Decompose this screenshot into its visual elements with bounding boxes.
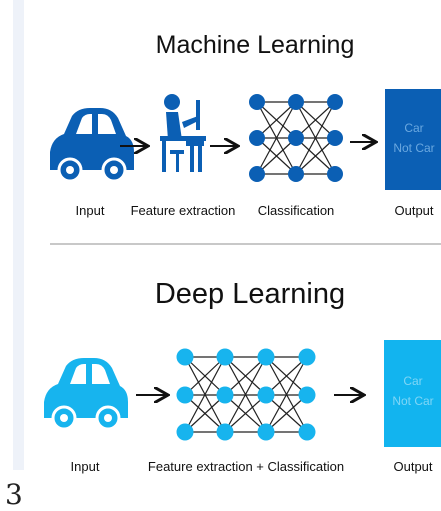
ml-network-node [327,94,343,110]
dl-network-connection [265,394,308,433]
dl-car-icon [44,358,128,431]
ml-network-connection [256,137,297,175]
dl-network-connection [224,394,267,433]
dl-network-node [257,423,275,441]
dl-output-box [384,340,441,447]
ml-network-connection [295,101,336,175]
ml-output-car: Car [404,121,423,135]
dl-network-node [298,348,316,366]
ml-person-at-desk-icon [160,94,206,172]
dl-network-node [298,423,316,441]
ml-network-connection [295,137,336,175]
dl-network-connection [265,356,308,396]
ml-title: Machine Learning [156,31,355,59]
dl-input-label: Input [71,459,100,474]
dl-network-connection [224,356,267,433]
dl-network-node [176,348,194,366]
ml-network-node [288,166,304,182]
ml-network-node [327,130,343,146]
dl-network-node [216,386,234,404]
ml-vs-dl-diagram: Machine Learning Car Not Car Input Featu… [44,31,441,474]
dl-network-node [216,423,234,441]
page-number: 3 [5,478,23,511]
dl-network-node [257,386,275,404]
ml-network-node [288,94,304,110]
dl-network-connection [184,356,226,396]
ml-network-node [249,94,265,110]
ml-output-box [385,89,441,190]
dl-title: Deep Learning [155,278,345,310]
dl-network-connection [184,356,226,433]
dl-network-connection [184,394,226,433]
dl-network-node [176,386,194,404]
ml-car-icon [50,108,134,183]
dl-network-node [176,423,194,441]
ml-input-label: Input [76,203,105,218]
ml-neural-network-icon [249,94,343,182]
ml-output-not-car: Not Car [393,141,434,155]
dl-neural-network-icon [176,348,316,441]
dl-network-node [216,348,234,366]
ml-network-connection [256,101,297,139]
ml-network-node [249,130,265,146]
ml-network-connection [256,101,297,175]
dl-network-connection [224,356,267,396]
dl-network-node [298,386,316,404]
dl-network-connection [265,356,308,433]
dl-network-node [257,348,275,366]
ml-network-node [288,130,304,146]
ml-network-node [327,166,343,182]
dl-output-label: Output [393,459,432,474]
ml-feature-extraction-label: Feature extraction [131,203,236,218]
left-margin-bar [13,0,24,470]
ml-network-node [249,166,265,182]
ml-network-connection [295,101,336,139]
dl-output-car: Car [403,374,422,388]
ml-output-label: Output [394,203,433,218]
ml-classification-label: Classification [258,203,335,218]
dl-feature-classification-label: Feature extraction + Classification [148,459,344,474]
dl-output-not-car: Not Car [392,394,433,408]
